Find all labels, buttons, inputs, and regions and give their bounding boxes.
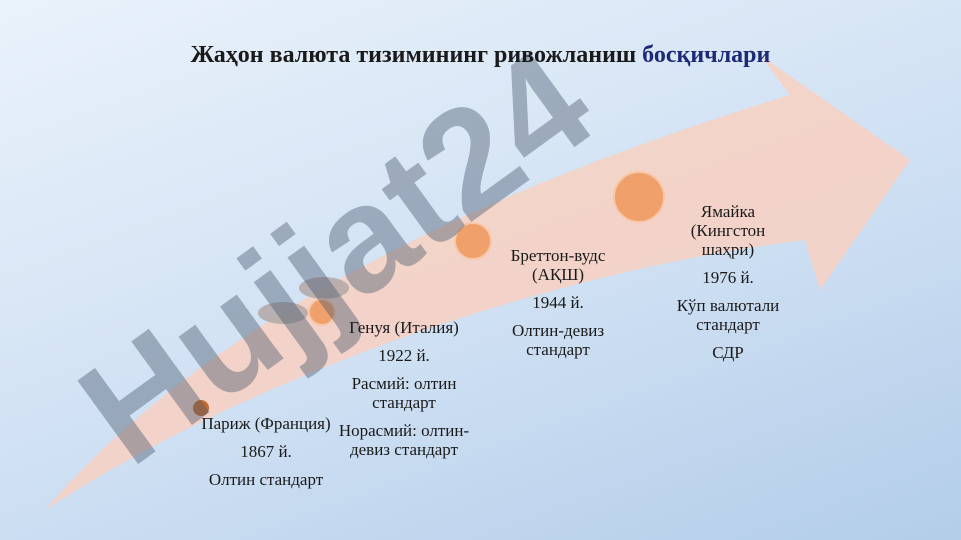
stage-2: Генуя (Италия) 1922 й. Расмий: олтин ста… xyxy=(338,318,470,468)
stage-desc: СДР xyxy=(712,343,744,362)
timeline-arrow xyxy=(45,55,910,510)
title-highlight: босқичлари xyxy=(642,42,771,68)
stage-year: 1944 й. xyxy=(532,293,584,312)
stage-desc: Олтин стандарт xyxy=(208,470,324,489)
stage-3: Бреттон-вудс (АҚШ) 1944 й. Олтин-девиз с… xyxy=(498,246,618,368)
stage-desc: Олтин-девиз стандарт xyxy=(511,321,605,359)
stage-place: Париж (Франция) xyxy=(201,414,331,433)
stage-desc: Кўп валютали стандарт xyxy=(676,296,780,334)
decor-ellipse xyxy=(258,302,308,324)
stage-dot-1 xyxy=(193,400,209,416)
stage-place: Ямайка (Кингстон шаҳри) xyxy=(690,202,766,259)
decor-ellipse xyxy=(299,277,349,299)
page-title: Жаҳон валюта тизимининг ривожланиш босқи… xyxy=(0,42,961,69)
stage-dot-3 xyxy=(454,222,492,260)
stage-1: Париж (Франция) 1867 й. Олтин стандарт xyxy=(196,414,336,498)
stage-year: 1922 й. xyxy=(378,346,430,365)
stage-desc: Расмий: олтин стандарт xyxy=(351,374,457,412)
stage-place: Генуя (Италия) xyxy=(349,318,459,337)
stage-place: Бреттон-вудс (АҚШ) xyxy=(510,246,606,284)
stage-year: 1867 й. xyxy=(240,442,292,461)
stage-year: 1976 й. xyxy=(702,268,754,287)
stage-4: Ямайка (Кингстон шаҳри) 1976 й. Кўп валю… xyxy=(676,202,780,371)
stage-dot-4 xyxy=(613,171,665,223)
stage-dot-2 xyxy=(308,298,336,326)
title-main: Жаҳон валюта тизимининг ривожланиш xyxy=(190,42,643,68)
stage-desc: Норасмий: олтин-девиз стандарт xyxy=(338,421,470,459)
